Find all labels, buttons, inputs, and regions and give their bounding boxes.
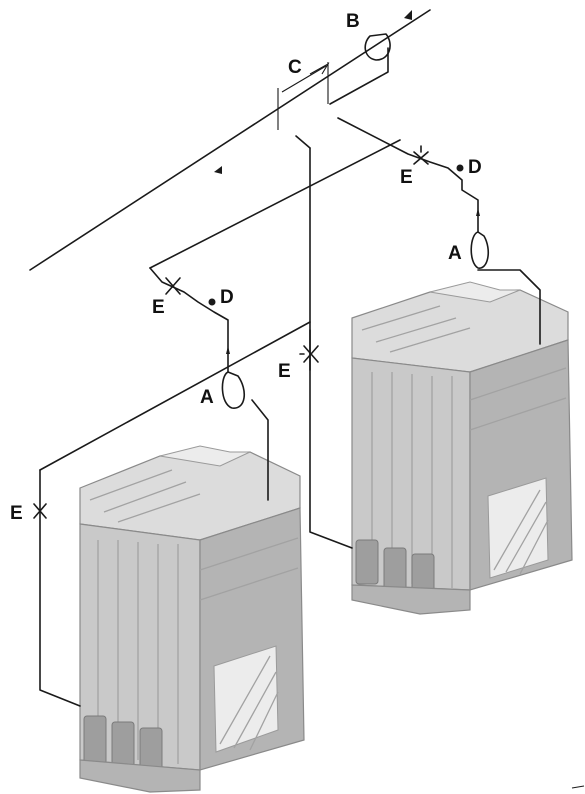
label-a-lower: A — [200, 387, 214, 408]
valve-mid — [299, 345, 319, 363]
point-d-upper — [456, 164, 464, 172]
valve-upper-left — [165, 277, 181, 295]
label-d-upper: D — [468, 157, 482, 178]
label-e-left: E — [10, 503, 23, 524]
label-e-mid-right: E — [278, 361, 291, 382]
label-e-mid-left: E — [152, 297, 165, 318]
piping — [29, 9, 541, 707]
trap-b — [364, 33, 391, 61]
valve-left — [33, 503, 47, 519]
label-b: B — [346, 11, 360, 32]
label-d-lower: D — [220, 287, 234, 308]
label-c: C — [288, 57, 302, 78]
valve-upper-right — [413, 145, 429, 165]
trap-lower — [221, 371, 245, 409]
left-unit — [79, 445, 305, 793]
trap-upper — [470, 231, 490, 269]
right-unit — [351, 281, 573, 615]
label-a-upper: A — [448, 243, 462, 264]
label-e-upper: E — [400, 167, 413, 188]
corner-mark — [571, 785, 585, 789]
flow-arrows — [214, 10, 480, 354]
point-d-lower — [208, 298, 216, 306]
